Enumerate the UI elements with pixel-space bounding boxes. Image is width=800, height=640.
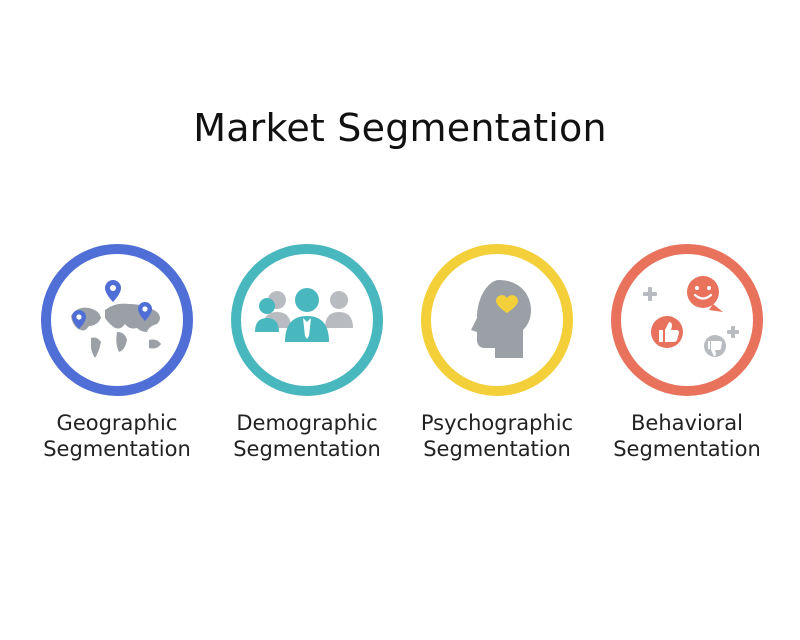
segment-label: Psychographic Segmentation — [402, 410, 592, 462]
head-heart-icon — [471, 280, 531, 358]
segment-label-line1: Psychographic — [420, 411, 574, 435]
segment-label: Behavioral Segmentation — [592, 410, 782, 462]
segment-demographic: Demographic Segmentation — [212, 244, 402, 462]
page-title: Market Segmentation — [193, 106, 607, 150]
segment-label-line1: Behavioral — [631, 411, 743, 435]
world-map-pins-icon — [71, 280, 161, 358]
segment-ring — [41, 244, 193, 396]
segment-label: Geographic Segmentation — [22, 410, 212, 462]
people-group-icon — [255, 288, 353, 342]
segment-label-line1: Demographic — [236, 411, 378, 435]
segment-label-line2: Segmentation — [233, 437, 381, 461]
segment-ring — [611, 244, 763, 396]
segment-ring — [421, 244, 573, 396]
plus-icon — [643, 287, 739, 338]
segment-label-line1: Geographic — [56, 411, 178, 435]
segment-label-line2: Segmentation — [423, 437, 571, 461]
segment-psychographic: Psychographic Segmentation — [402, 244, 592, 462]
segment-label-line2: Segmentation — [43, 437, 191, 461]
reactions-icon — [643, 276, 739, 357]
segment-geographic: Geographic Segmentation — [22, 244, 212, 462]
segment-label: Demographic Segmentation — [212, 410, 402, 462]
segment-label-line2: Segmentation — [613, 437, 761, 461]
segment-ring — [231, 244, 383, 396]
segment-behavioral: Behavioral Segmentation — [592, 244, 782, 462]
